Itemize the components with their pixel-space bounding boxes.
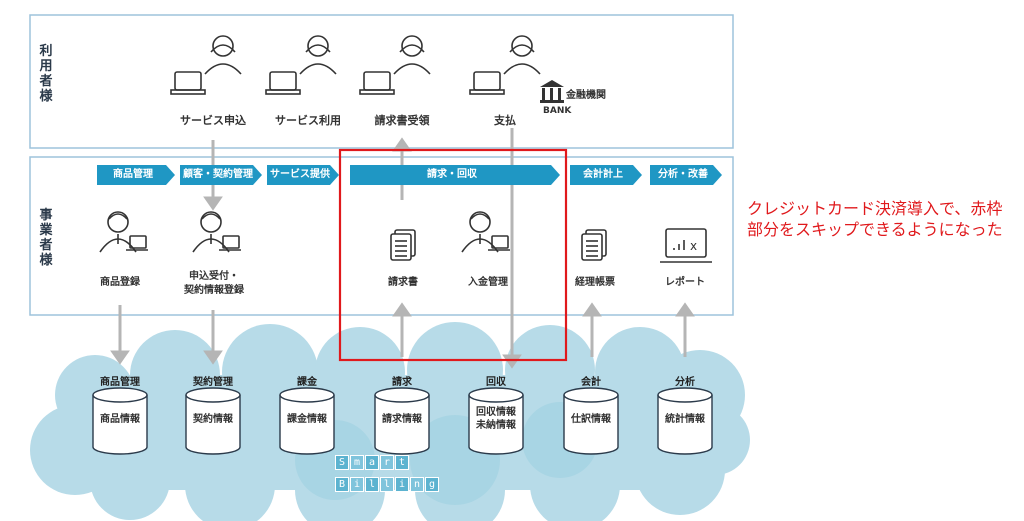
staff-with-laptop-icon: [192, 211, 241, 253]
cloud-category-contract: 契約管理: [193, 377, 233, 388]
logo-letter-cell: i: [350, 477, 364, 492]
staff-with-laptop-icon: [99, 211, 148, 253]
task-product-registration: 商品登録: [100, 277, 140, 288]
logo-letter-cell: t: [395, 455, 409, 470]
user-action-label-pay: 支払: [494, 114, 516, 127]
cloud-category-billing: 請求: [392, 377, 412, 388]
logo-letter-cell: r: [380, 455, 394, 470]
database-icon: [185, 387, 241, 455]
user-action-label-invoice-receive: 請求書受領: [374, 114, 430, 127]
db-label-analysis: 統計情報: [665, 414, 705, 425]
logo-letter-cell: n: [410, 477, 424, 492]
task-invoice: 請求書: [388, 277, 418, 288]
svg-text:x: x: [690, 239, 697, 253]
cloud-category-accounting: 会計: [581, 377, 601, 388]
user-with-laptop-icon: [469, 35, 541, 95]
user-with-laptop-icon: [359, 35, 431, 95]
user-action-label-apply: サービス申込: [180, 114, 246, 127]
logo-letter-cell: g: [425, 477, 439, 492]
bank-icon: [540, 80, 564, 103]
logo-letter-cell: m: [350, 455, 364, 470]
logo-letter-cell: i: [395, 477, 409, 492]
user-with-laptop-icon: [265, 35, 337, 95]
logo-letter-cell: S: [335, 455, 349, 470]
phase-accounting: 会計計上: [570, 165, 642, 185]
cloud-category-analysis: 分析: [675, 377, 695, 388]
bank-small-label: BANK: [543, 106, 572, 116]
task-payment-management: 入金管理: [468, 277, 508, 288]
logo-letter-cell: l: [380, 477, 394, 492]
users-frame: [29, 14, 734, 149]
document-icon: [390, 229, 416, 261]
annotation-note: クレジットカード決済導入で、赤枠部分をスキップできるようになった: [747, 199, 1003, 239]
database-icon: [92, 387, 148, 455]
task-accounting-ledger: 経理帳票: [575, 277, 615, 288]
user-action-label-use: サービス利用: [275, 114, 341, 127]
phase-billing-collection: 請求・回収: [350, 165, 560, 185]
cloud-category-collection: 回収: [486, 377, 506, 388]
db-label-billing: 請求情報: [382, 414, 422, 425]
database-icon: [563, 387, 619, 455]
task-report: レポート: [665, 277, 705, 288]
users-section-label: 利用者様: [39, 44, 53, 104]
cloud-category-charging: 課金: [297, 377, 317, 388]
document-icon: [581, 229, 607, 261]
db-label-contract: 契約情報: [193, 414, 233, 425]
phase-customer-contract: 顧客・契約管理: [180, 165, 262, 185]
logo-letter-cell: B: [335, 477, 349, 492]
db-label-charging: 課金情報: [287, 414, 327, 425]
database-icon: [279, 387, 335, 455]
phase-product: 商品管理: [97, 165, 175, 185]
db-label-product: 商品情報: [100, 414, 140, 425]
db-label-accounting: 仕訳情報: [571, 414, 611, 425]
user-with-laptop-icon: [170, 35, 242, 95]
task-contract-registration: 申込受付・ 契約情報登録: [184, 271, 244, 296]
phase-analysis: 分析・改善: [650, 165, 722, 185]
database-icon: [374, 387, 430, 455]
database-icon: [657, 387, 713, 455]
business-section-label: 事業者様: [39, 208, 53, 268]
logo-letter-cell: l: [365, 477, 379, 492]
business-frame: [29, 156, 734, 316]
report-monitor-icon: x: [660, 228, 712, 263]
db-label-collection: 回収情報 未納情報: [476, 407, 516, 431]
database-icon: [468, 387, 524, 455]
staff-with-laptop-icon: [461, 211, 510, 253]
bank-label: 金融機関: [566, 90, 606, 101]
logo-letter-cell: a: [365, 455, 379, 470]
cloud-category-product: 商品管理: [100, 377, 140, 388]
phase-service: サービス提供: [267, 165, 339, 185]
highlight-frame: [338, 148, 568, 362]
